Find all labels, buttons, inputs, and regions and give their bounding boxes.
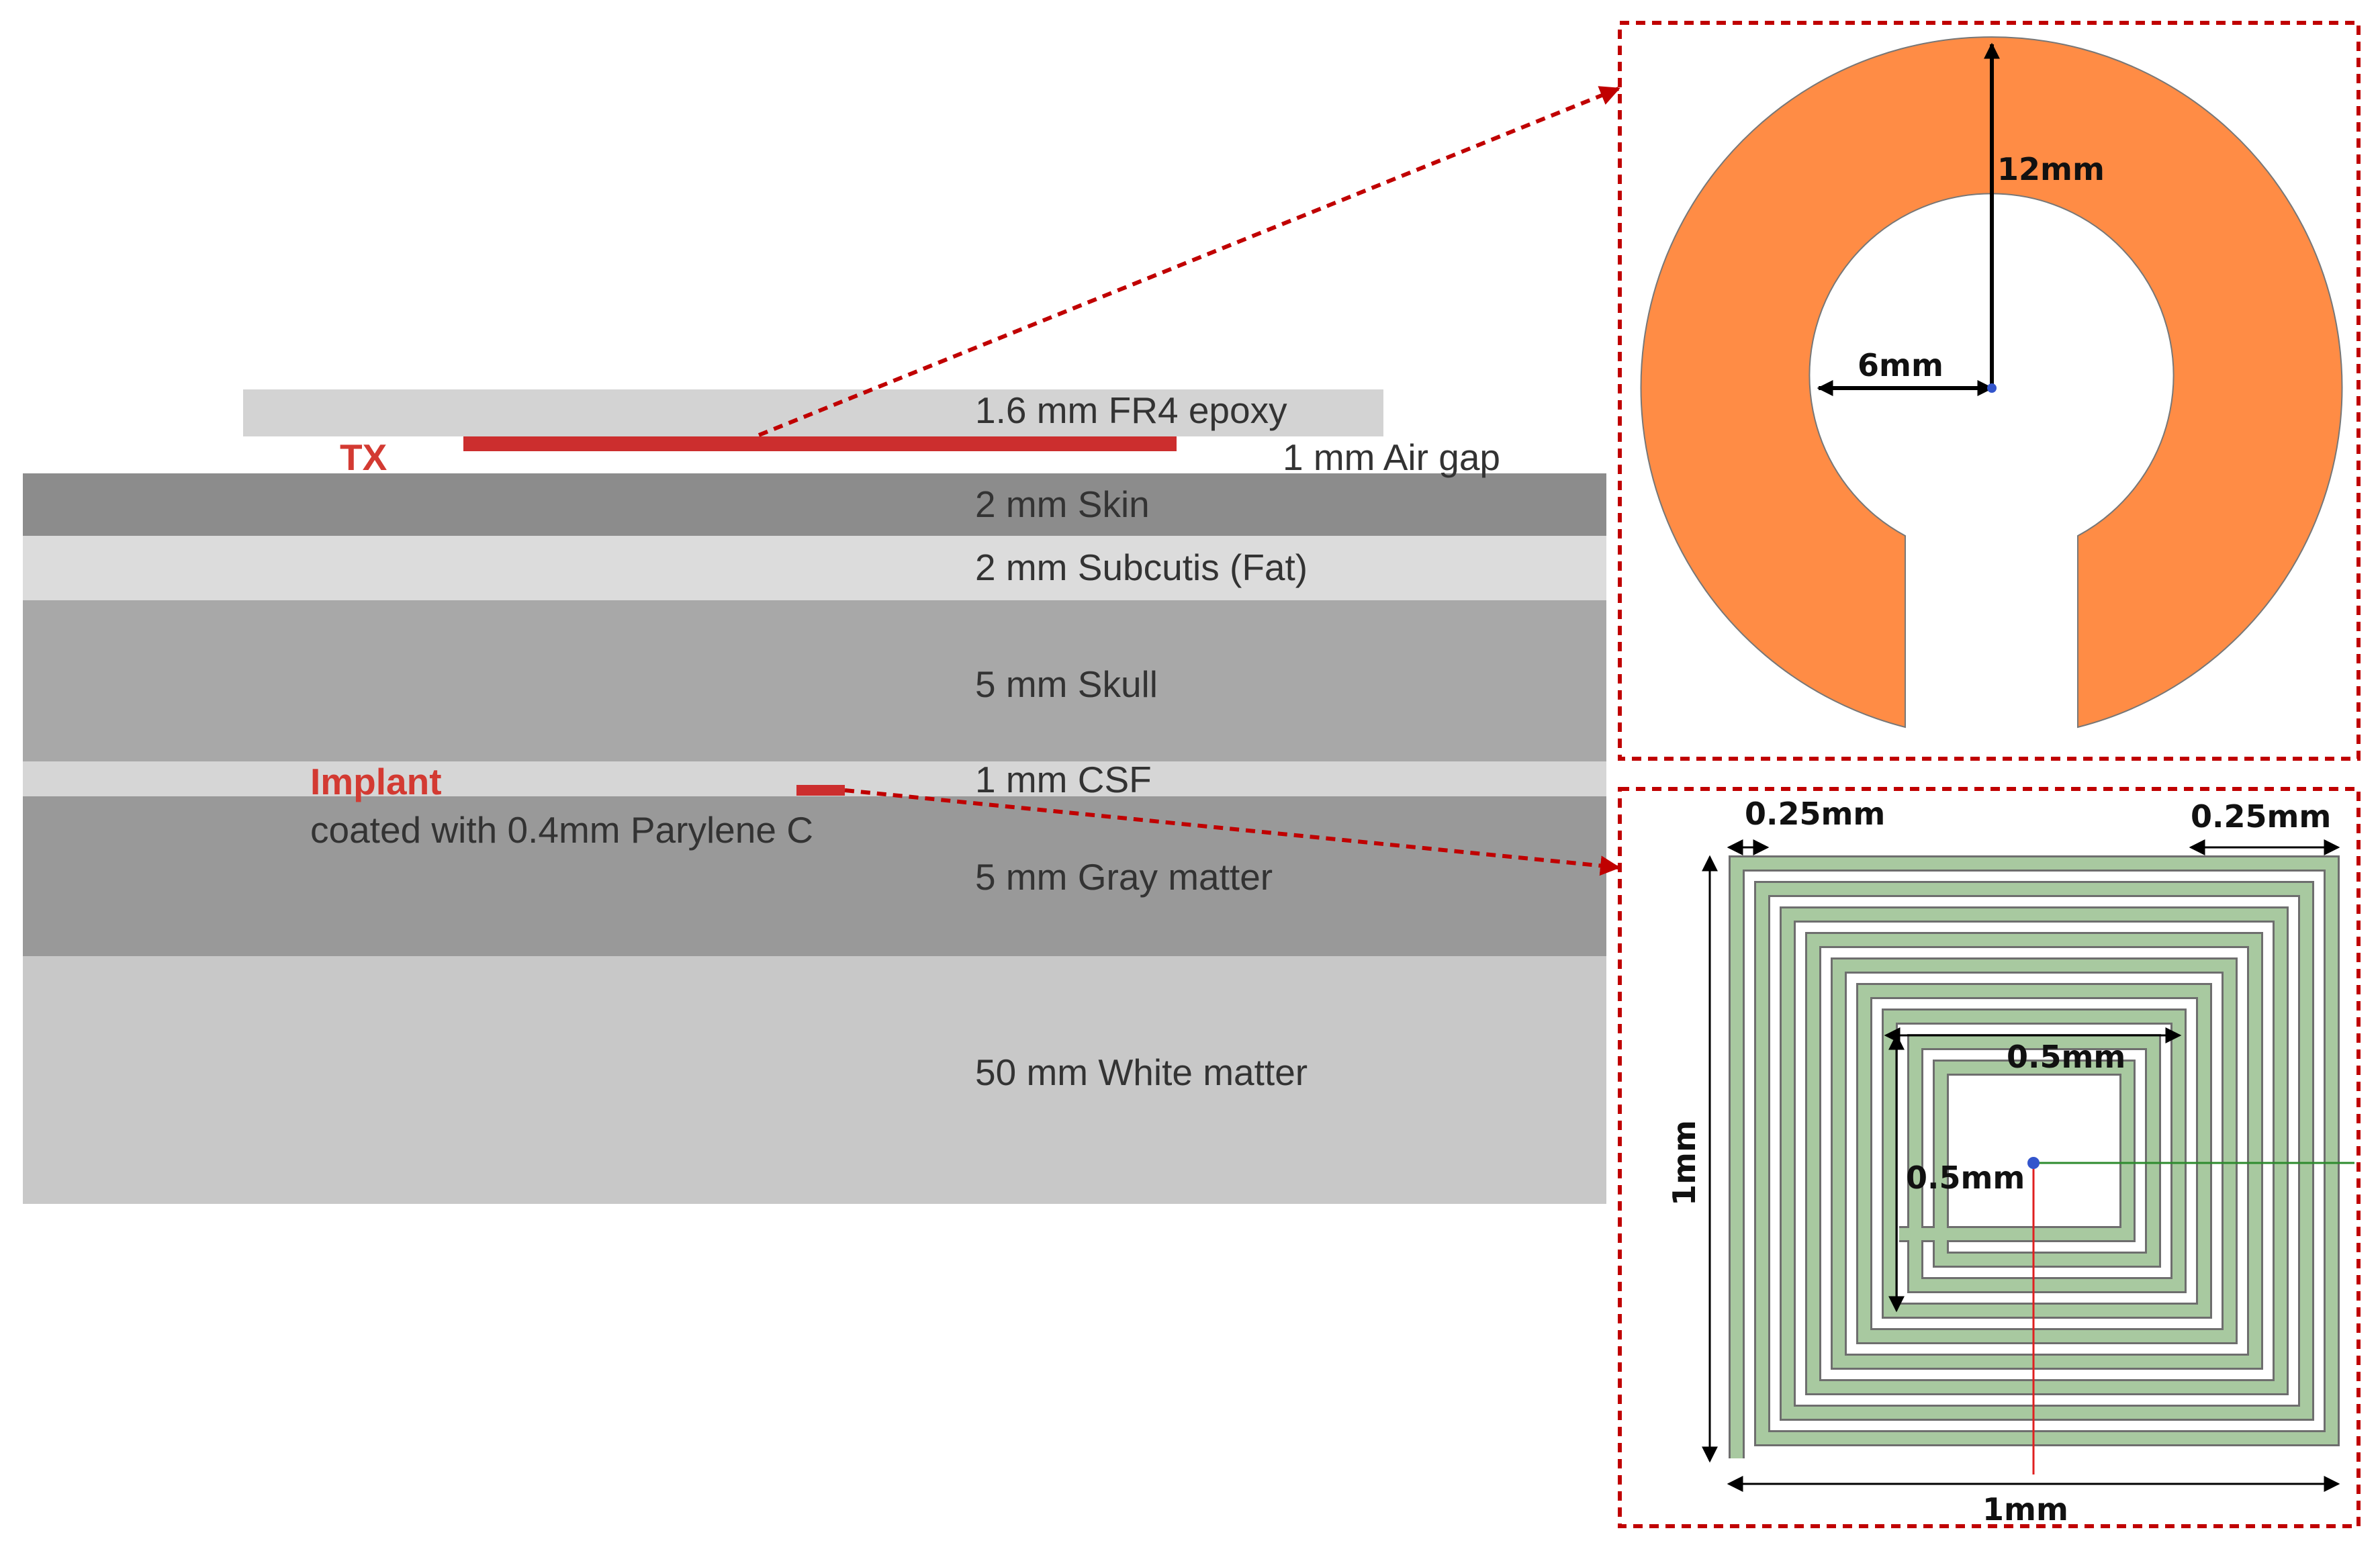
- layer-label-fat: 2 mm Subcutis (Fat): [975, 547, 1308, 588]
- tx-panel-frame: [1618, 21, 2361, 761]
- layer-label-skin: 2 mm Skin: [975, 483, 1150, 525]
- tx-label: TX: [340, 436, 387, 478]
- trace-width-label-left: 0.25mm: [1745, 796, 1885, 832]
- layer-fat: [23, 536, 1606, 600]
- layer-label-white-matter: 50 mm White matter: [975, 1051, 1308, 1093]
- layer-label-skull: 5 mm Skull: [975, 663, 1158, 705]
- layer-label-gray-matter: 5 mm Gray matter: [975, 856, 1273, 898]
- ring-center-dot: [1987, 383, 1997, 393]
- implant-coil: [796, 785, 845, 796]
- inner-radius-label: 6mm: [1858, 347, 1943, 383]
- implant-callout-arrow: [844, 788, 1620, 876]
- tx-callout-arrow: [758, 86, 1620, 437]
- layer-gray-matter: [23, 796, 1606, 956]
- layer-label-fr4: 1.6 mm FR4 epoxy: [975, 389, 1287, 431]
- layer-skull: [23, 600, 1606, 761]
- cross-section: 1.6 mm FR4 epoxy 1 mm Air gap 2 mm Skin …: [23, 389, 1606, 1204]
- split-ring-antenna: [1640, 36, 2343, 729]
- tx-antenna-panel: 12mm 6mm: [1618, 21, 2361, 761]
- inner-height-label: 0.5mm: [1906, 1160, 2025, 1196]
- implant-note: coated with 0.4mm Parylene C: [310, 809, 813, 851]
- layer-label-air-gap: 1 mm Air gap: [1283, 436, 1500, 478]
- tx-coil: [463, 436, 1177, 451]
- layer-white-matter: [23, 956, 1606, 1204]
- trace-width-label-right: 0.25mm: [2191, 798, 2331, 835]
- implant-label: Implant: [310, 761, 442, 802]
- outer-height-label: 1mm: [1666, 1120, 1702, 1206]
- layer-label-csf: 1 mm CSF: [975, 759, 1152, 800]
- inner-width-label: 0.5mm: [2007, 1039, 2125, 1075]
- layer-fr4: [243, 389, 1383, 436]
- implant-antenna-panel: 0.25mm 0.25mm 0.5mm 0.5mm 1mm 1mm: [1618, 787, 2361, 1528]
- layer-skin: [23, 473, 1606, 536]
- implant-panel-frame: [1618, 787, 2361, 1528]
- spiral-center-dot: [2027, 1157, 2040, 1169]
- outer-width-label: 1mm: [1982, 1491, 2068, 1528]
- outer-radius-label: 12mm: [1997, 151, 2105, 187]
